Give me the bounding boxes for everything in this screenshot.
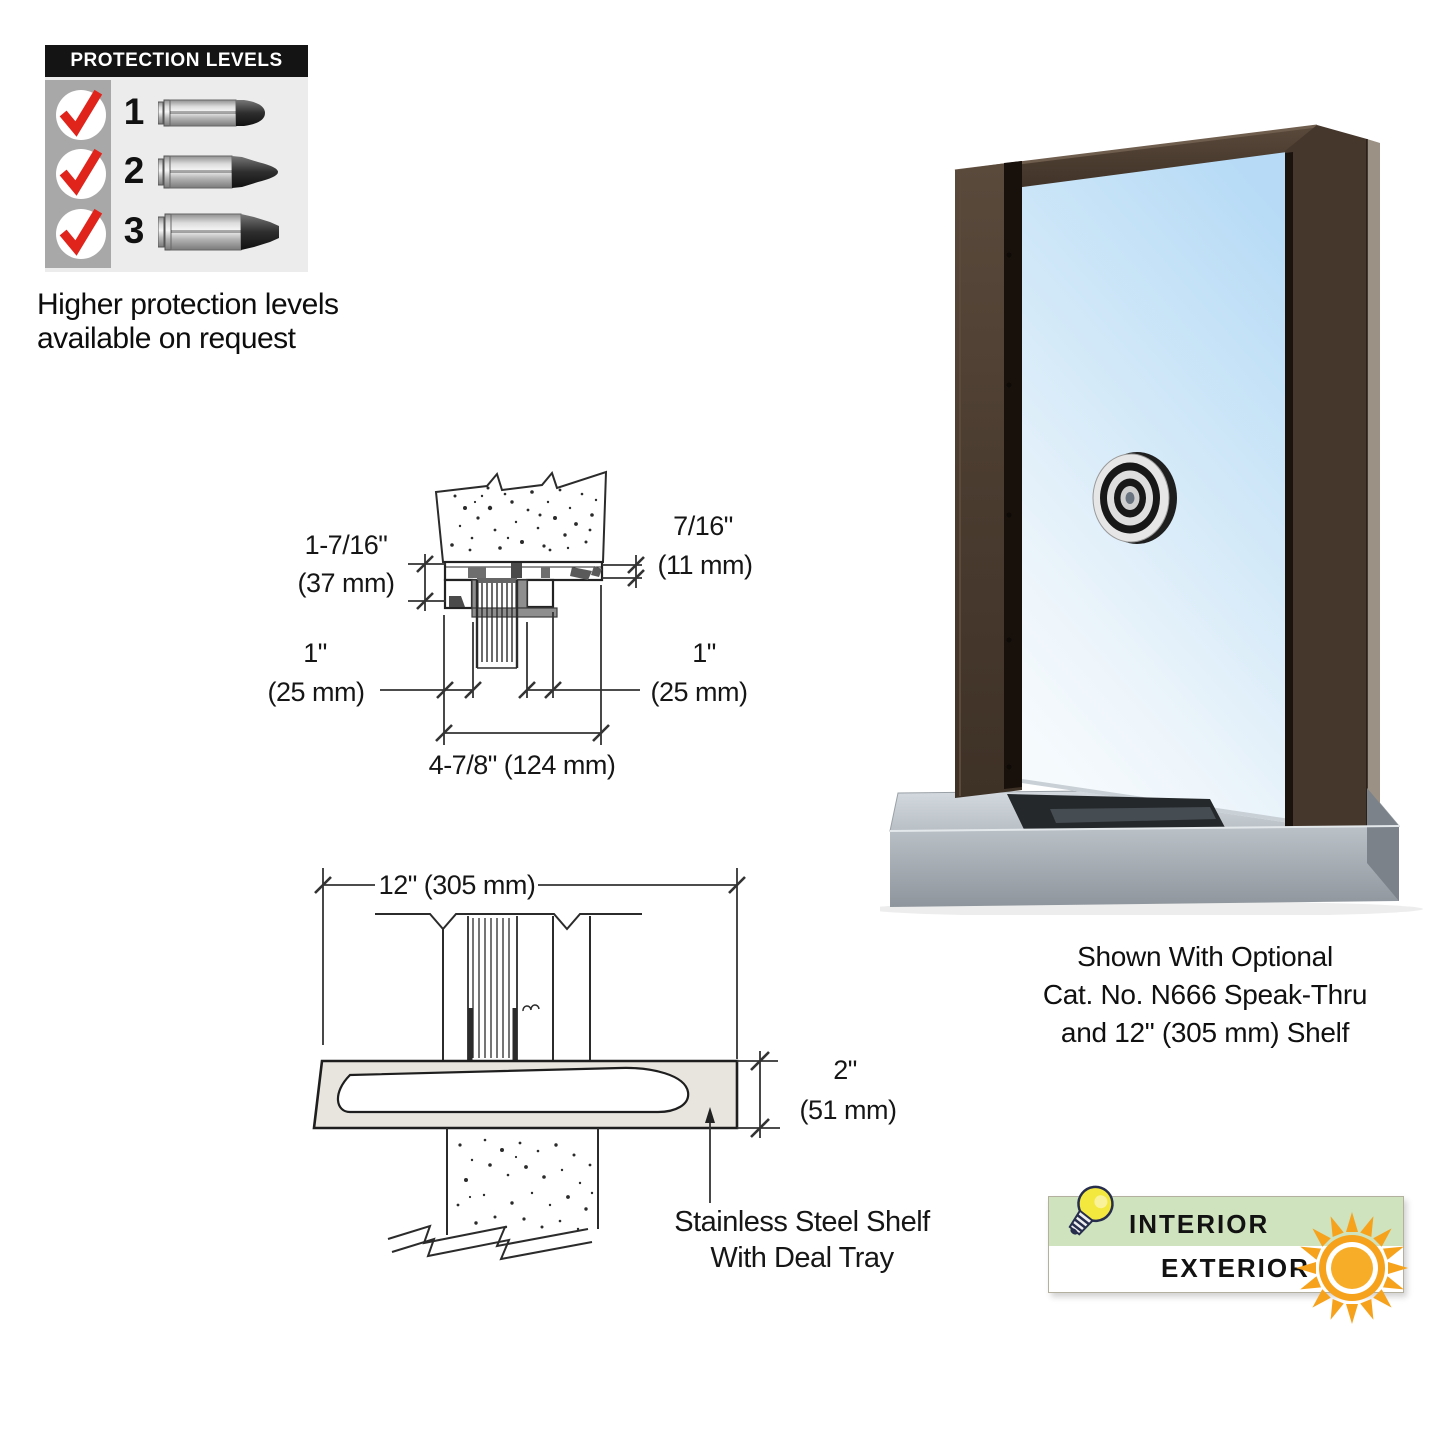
glass-hatch	[475, 580, 519, 669]
level-number: 1	[123, 91, 145, 132]
wall-speckles	[456, 1138, 594, 1231]
shelf-label-line2: With Deal Tray	[710, 1242, 894, 1274]
dim-shelf-thickness: 2"	[833, 1055, 857, 1085]
dim-shelf-thickness-mm: (51 mm)	[800, 1095, 897, 1125]
glass-plan-hatch	[467, 916, 540, 1061]
jamb-screws	[1006, 252, 1012, 770]
protection-level-row-1: 1	[45, 84, 308, 144]
head-section-drawing: 1-7/16" (37 mm) 7/16" (11 mm) 1" (25 mm)…	[268, 470, 754, 780]
protection-levels-title: PROTECTION LEVELS	[45, 45, 308, 77]
shelf-leader-arrow	[705, 1107, 715, 1203]
protection-level-row-3: 3	[45, 203, 308, 263]
bullet-icon	[158, 99, 265, 127]
dim-left-inset: 1"	[303, 638, 327, 668]
shelf-front-edge-highlight	[889, 825, 1400, 832]
window-caption: Shown With Optional Cat. No. N666 Speak-…	[1015, 938, 1395, 1052]
shelf-section-drawing: 12" (305 mm) 2" (51 mm) Stainless Steel …	[312, 868, 932, 1274]
dimension-labels: 1-7/16" (37 mm) 7/16" (11 mm) 1" (25 mm)…	[268, 511, 754, 780]
right-jamb-reveal	[1285, 152, 1293, 828]
wall-below	[387, 1128, 599, 1261]
lightbulb-icon	[1068, 1185, 1114, 1236]
transaction-window-render	[880, 124, 1423, 915]
frame-right-jamb	[1285, 125, 1367, 840]
frame-head-details	[449, 563, 602, 607]
thickness-dimension	[737, 1051, 780, 1138]
interior-exterior-badge: INTERIOR EXTERIOR	[1040, 1180, 1430, 1350]
caption-line1: Shown With Optional	[1077, 941, 1333, 972]
left-jamb-reveal	[1004, 161, 1022, 789]
checkmark-icon	[56, 148, 106, 199]
protection-level-row-2: 2	[45, 143, 308, 203]
dim-head-height-mm: (37 mm)	[298, 568, 395, 598]
dim-frame-depth: 4-7/8" (124 mm)	[429, 750, 616, 780]
dim-shelf-width: 12" (305 mm)	[379, 870, 536, 900]
protection-note-line1: Higher protection levels	[37, 288, 339, 321]
dimension-lines	[380, 554, 645, 745]
concrete-speckles	[450, 486, 598, 552]
shelf-side-face	[1367, 788, 1399, 901]
bullet-icon	[158, 155, 278, 189]
deal-tray-recess	[336, 1066, 690, 1114]
dim-bite: 7/16"	[673, 511, 733, 541]
right-jamb-return	[1367, 139, 1380, 840]
level-number: 3	[123, 210, 145, 251]
wall-plan-lines	[375, 913, 642, 1061]
protection-note-line2: available on request	[37, 322, 296, 355]
speak-thru-icon	[1092, 452, 1177, 544]
deal-tray-reflection	[1050, 807, 1216, 823]
shelf-front-face	[890, 826, 1399, 907]
dim-head-height: 1-7/16"	[305, 530, 388, 560]
protection-levels-body: 1	[45, 77, 308, 272]
interior-label: INTERIOR	[1129, 1209, 1270, 1239]
dim-right-inset: 1"	[692, 638, 716, 668]
width-dimension	[314, 868, 746, 1059]
protection-levels-panel: PROTECTION LEVELS 1	[45, 45, 308, 272]
caption-line3: and 12" (305 mm) Shelf	[1060, 1017, 1350, 1048]
dim-bite-mm: (11 mm)	[658, 550, 753, 580]
dim-right-inset-mm: (25 mm)	[651, 677, 748, 707]
bullet-icon	[158, 213, 279, 251]
frame-header	[955, 125, 1317, 196]
glazing-gasket	[477, 578, 517, 583]
sun-icon	[1296, 1212, 1408, 1324]
exterior-label: EXTERIOR	[1161, 1253, 1310, 1283]
protection-note: Higher protection levels available on re…	[37, 288, 397, 356]
caption-line2: Cat. No. N666 Speak-Thru	[1042, 979, 1368, 1010]
shelf-drawing-labels: 12" (305 mm) 2" (51 mm) Stainless Steel …	[379, 870, 932, 1274]
level-number: 2	[123, 150, 145, 191]
checkmark-icon	[56, 208, 106, 259]
checkmark-icon	[56, 89, 106, 140]
shelf-label-line1: Stainless Steel Shelf	[674, 1206, 931, 1238]
dim-left-inset-mm: (25 mm)	[268, 677, 365, 707]
